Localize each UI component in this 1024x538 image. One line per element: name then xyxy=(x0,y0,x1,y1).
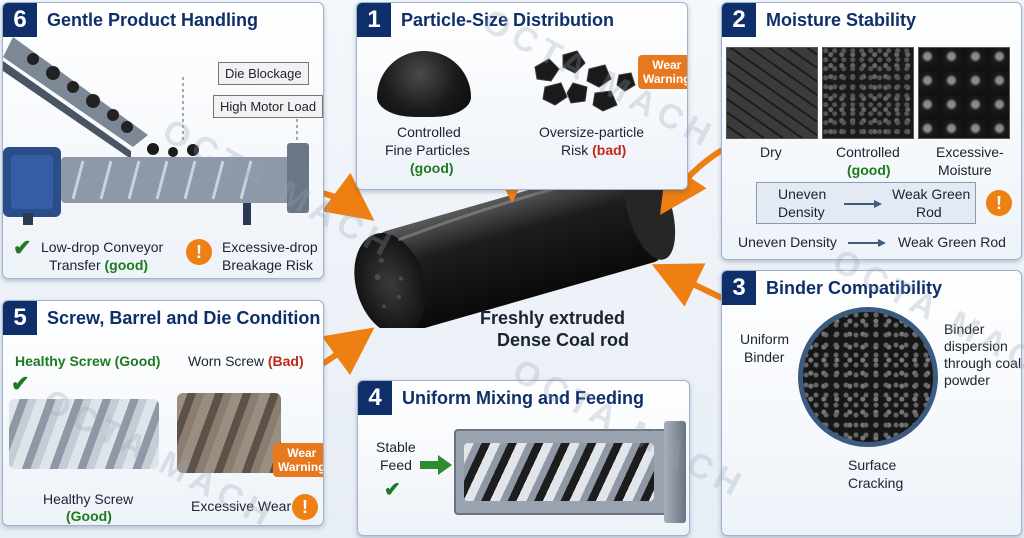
oversize-particles xyxy=(534,50,636,112)
dry-coal-tile xyxy=(726,47,818,139)
tag-high-motor-load: High Motor Load xyxy=(213,95,323,118)
fine-label-line2: Fine Particles xyxy=(385,142,470,158)
tag-die-blockage: Die Blockage xyxy=(218,62,309,85)
panel-gentle-handling: 6 Gentle Product Handling Die Blockage H… xyxy=(2,2,324,279)
fine-particles-pile xyxy=(377,51,471,117)
binder-right-line1: Binder xyxy=(944,321,985,337)
stable-feed-line1: Stable xyxy=(376,439,416,455)
binder-magnified-circle xyxy=(798,307,938,447)
fine-label-good: (good) xyxy=(410,160,454,176)
binder-right-line2: dispersion xyxy=(944,338,1008,354)
panel-number: 3 xyxy=(722,271,756,305)
tile-label-excess-line2: Moisture xyxy=(938,162,992,178)
binder-left-line1: Uniform xyxy=(740,331,790,347)
tile-label-controlled-good: (good) xyxy=(847,162,891,178)
worn-screw-image xyxy=(177,393,281,473)
warning-icon: ! xyxy=(292,494,318,520)
panel-title: Binder Compatibility xyxy=(766,277,943,298)
oversize-label-line2: Risk (bad) xyxy=(561,142,627,158)
excess-moisture-coal-tile xyxy=(918,47,1010,139)
tile-label-controlled: Controlled xyxy=(836,144,900,160)
panel-title: Particle-Size Distribution xyxy=(401,9,615,30)
panel-number: 4 xyxy=(358,381,392,415)
panel-title: Gentle Product Handling xyxy=(47,9,259,30)
arrow-right-icon xyxy=(844,200,882,208)
panel-binder-compatibility: 3 Binder Compatibility Uniform Binder Bi… xyxy=(721,270,1022,536)
effect-line-right: Weak Green Rod xyxy=(898,234,1006,250)
healthy-screw-image xyxy=(9,399,159,469)
healthy-screw-title: Healthy Screw (Good) xyxy=(15,353,161,369)
effect-box-right-line2: Rod xyxy=(916,204,942,220)
conveyor-extruder-illustration xyxy=(3,37,309,225)
binder-bottom-line1: Surface xyxy=(848,457,897,473)
check-icon: ✔ xyxy=(384,479,401,501)
check-icon: ✔ xyxy=(11,371,30,396)
tile-label-dry: Dry xyxy=(760,144,782,160)
panel-number: 1 xyxy=(357,3,391,37)
mixing-screw xyxy=(464,443,654,501)
panel-title: Moisture Stability xyxy=(766,9,917,30)
panel-number: 2 xyxy=(722,3,756,37)
binder-right-line4: powder xyxy=(944,372,990,388)
effect-box-right-line1: Weak Green xyxy=(892,186,971,202)
controlled-coal-tile xyxy=(822,47,914,139)
panel-number: 5 xyxy=(3,301,37,335)
barrel-flange xyxy=(664,421,686,523)
center-label-line2: Dense Coal rod xyxy=(497,330,630,350)
oversize-label-line1: Oversize-particle xyxy=(539,124,645,140)
effect-box-left-line2: Density xyxy=(778,204,825,220)
warning-icon: ! xyxy=(986,190,1012,216)
tile-label-excess-line1: Excessive- xyxy=(936,144,1004,160)
binder-bottom-line2: Cracking xyxy=(848,475,904,491)
warning-icon: ! xyxy=(186,239,212,265)
binder-right-line3: through coal xyxy=(944,355,1022,371)
coal-rod xyxy=(345,159,685,335)
panel-mixing-feeding: 4 Uniform Mixing and Feeding Stable Feed… xyxy=(357,380,690,536)
worn-screw-caption: Excessive Wear xyxy=(191,498,292,514)
fine-label-line1: Controlled xyxy=(397,124,461,140)
panel-number: 6 xyxy=(3,3,37,37)
good-label-line1: Low-drop Conveyor xyxy=(41,239,164,255)
binder-left-line2: Binder xyxy=(744,349,785,365)
panel-screw-condition: 5 Screw, Barrel and Die Condition Health… xyxy=(2,300,324,526)
good-label-line2: Transfer (good) xyxy=(49,257,149,273)
arrow-right-icon xyxy=(848,239,886,247)
effect-line-left: Uneven Density xyxy=(738,234,837,250)
bad-label-line1: Excessive-drop xyxy=(222,239,318,255)
feed-arrow-icon xyxy=(420,455,452,475)
healthy-screw-caption-line2: (Good) xyxy=(66,508,112,524)
worn-screw-title: Worn Screw (Bad) xyxy=(188,353,304,369)
healthy-screw-caption-line1: Healthy Screw xyxy=(43,491,134,507)
panel-moisture-stability: 2 Moisture Stability Dry Controlled (goo… xyxy=(721,2,1022,260)
bad-label-line2: Breakage Risk xyxy=(222,257,314,273)
panel-title: Uniform Mixing and Feeding xyxy=(402,387,644,408)
effect-box-left-line1: Uneven xyxy=(778,186,827,202)
stable-feed-line2: Feed xyxy=(380,457,412,473)
check-icon: ✔ xyxy=(13,235,32,260)
center-label-line1: Freshly extruded xyxy=(480,308,626,328)
panel-title: Screw, Barrel and Die Condition xyxy=(47,307,321,328)
